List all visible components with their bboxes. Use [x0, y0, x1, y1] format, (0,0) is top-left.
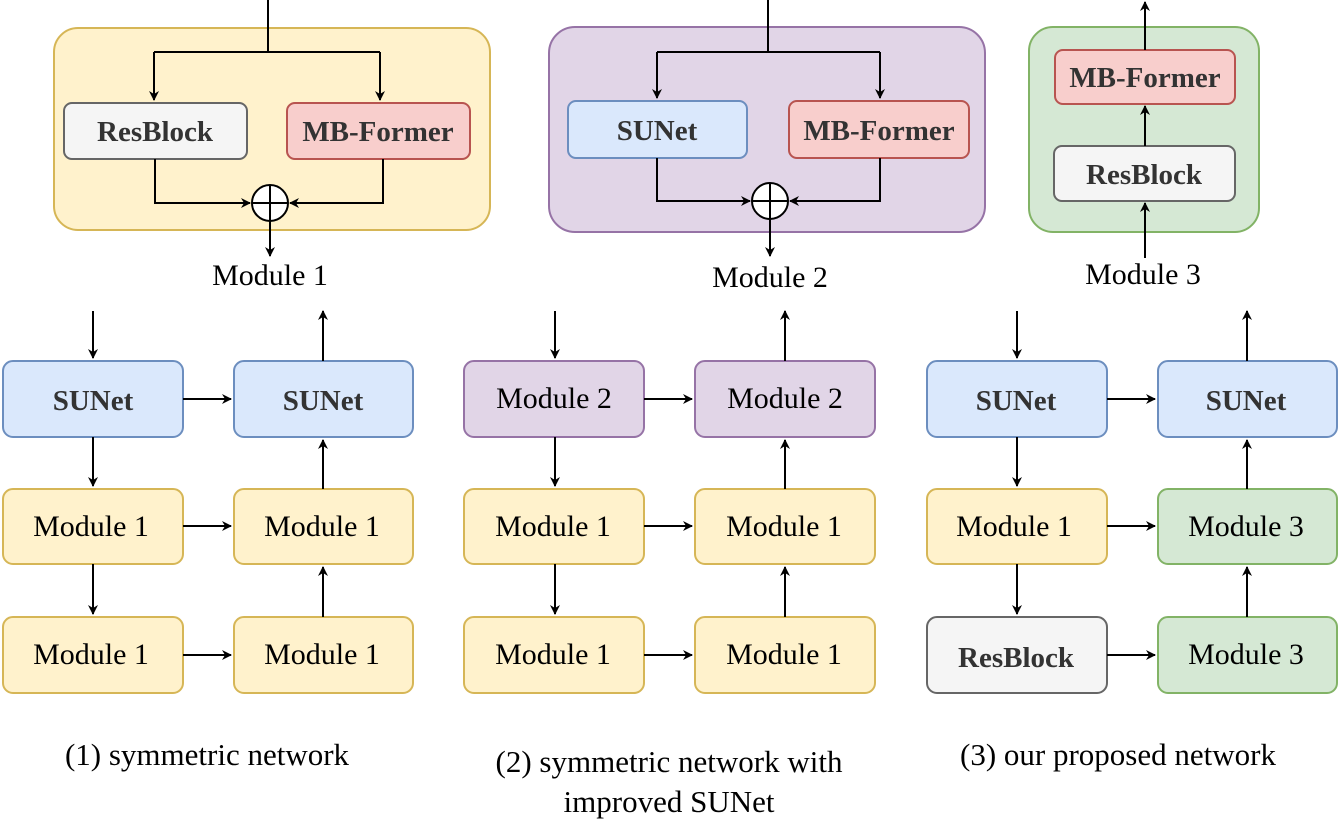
module2-mbformer-label: MB-Former: [803, 115, 954, 147]
network1-sunet-right-label: SUNet: [283, 385, 364, 417]
module2-add-icon: [751, 182, 789, 220]
network2-mid-right-label: Module 1: [726, 510, 842, 543]
module1-mbformer: [286, 102, 471, 160]
network1-bot-left-label: Module 1: [33, 638, 149, 671]
module3-mbformer-label: MB-Former: [1069, 62, 1220, 94]
network2: Module 2 Module 2 Module 1 Module 1 Modu…: [463, 310, 876, 819]
network2-top-right-label: Module 2: [727, 382, 843, 415]
network2-caption-line2: improved SUNet: [564, 784, 775, 819]
network2-caption-line1: (2) symmetric network with: [496, 744, 843, 779]
module3-resblock-label: ResBlock: [1086, 159, 1203, 191]
network3-sunet-left-label: SUNet: [976, 385, 1057, 417]
module1-caption: Module 1: [212, 259, 328, 292]
network1-bot-right-label: Module 1: [264, 638, 380, 671]
module2-caption: Module 2: [712, 261, 828, 294]
network3-mid-left-label: Module 1: [956, 510, 1072, 543]
module2-sunet-label: SUNet: [617, 115, 698, 147]
module3-caption: Module 3: [1085, 258, 1201, 291]
module1-resblock-label: ResBlock: [97, 116, 214, 148]
network3-bot-right-label: Module 3: [1188, 638, 1304, 671]
module2-detail: SUNet MB-Former Module 2: [548, 0, 986, 294]
module1-add-icon: [251, 184, 289, 222]
network3: SUNet SUNet Module 1 Module 3 ResBlock M…: [926, 310, 1338, 772]
network3-bot-left-label: ResBlock: [958, 642, 1075, 674]
network2-top-left-label: Module 2: [496, 382, 612, 415]
network2-mid-left-label: Module 1: [495, 510, 611, 543]
module3-detail: ResBlock MB-Former Module 3: [1028, 1, 1260, 291]
network3-caption: (3) our proposed network: [960, 737, 1276, 772]
network1-mid-left-label: Module 1: [33, 510, 149, 543]
network1: SUNet SUNet Module 1 Module 1 Module 1 M…: [2, 310, 414, 772]
network3-mid-right-label: Module 3: [1188, 510, 1304, 543]
network3-sunet-right-label: SUNet: [1206, 385, 1287, 417]
network1-sunet-left-label: SUNet: [53, 385, 134, 417]
module1-mbformer-label: MB-Former: [302, 116, 453, 148]
network2-bot-left-label: Module 1: [495, 638, 611, 671]
network2-bot-right-label: Module 1: [726, 638, 842, 671]
network1-caption: (1) symmetric network: [65, 737, 350, 772]
network1-mid-right-label: Module 1: [264, 510, 380, 543]
module1-detail: ResBlock MB-Former Module 1: [53, 0, 491, 292]
